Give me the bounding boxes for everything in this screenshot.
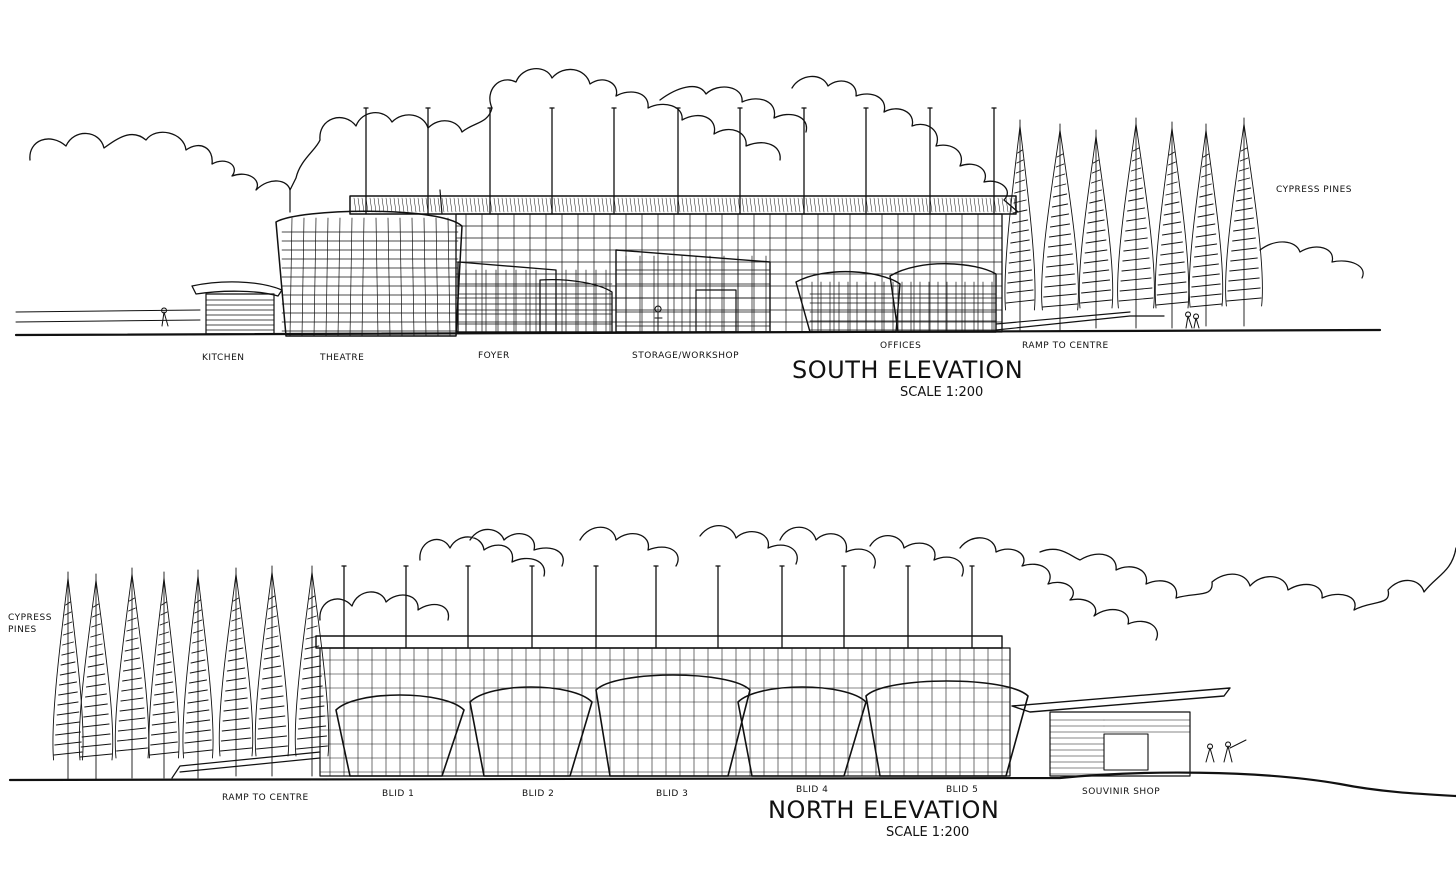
label-offices: OFFICES bbox=[880, 341, 921, 351]
south-ground-line-2 bbox=[15, 309, 201, 323]
south-main-hall bbox=[349, 195, 1017, 333]
south-offices-block bbox=[795, 263, 997, 333]
north-ground-line bbox=[8, 771, 1456, 798]
south-cypress-pines bbox=[1004, 117, 1263, 331]
label-storage-workshop: STORAGE/WORKSHOP bbox=[632, 351, 739, 361]
label-bld-3: BLID 3 bbox=[656, 789, 688, 799]
south-elevation-scale: SCALE 1:200 bbox=[900, 385, 983, 400]
south-storage-block bbox=[615, 249, 771, 333]
label-ramp-to-centre: RAMP TO CENTRE bbox=[1022, 341, 1109, 351]
north-souvenir-shop bbox=[1011, 687, 1231, 777]
south-ramp bbox=[995, 311, 1165, 331]
label-bld-1: BLID 1 bbox=[382, 789, 414, 799]
label-bld-4: BLID 4 bbox=[796, 785, 828, 795]
north-pods bbox=[335, 674, 1029, 777]
north-cypress-pines bbox=[52, 565, 330, 781]
human-figure bbox=[654, 305, 663, 331]
south-left-figure bbox=[161, 307, 169, 327]
south-foyer-block bbox=[457, 261, 613, 333]
south-masts bbox=[363, 107, 997, 215]
north-elevation-scale: SCALE 1:200 bbox=[886, 825, 969, 840]
label-bld-5: BLID 5 bbox=[946, 785, 978, 795]
label-kitchen: KITCHEN bbox=[202, 353, 245, 363]
north-people bbox=[1205, 739, 1247, 763]
south-elevation-title: SOUTH ELEVATION bbox=[792, 356, 1023, 384]
label-foyer: FOYER bbox=[478, 351, 510, 361]
label-pines: PINES bbox=[8, 625, 37, 635]
label-north-ramp: RAMP TO CENTRE bbox=[222, 793, 309, 803]
north-elevation-title: NORTH ELEVATION bbox=[768, 796, 999, 824]
south-cloud-tail bbox=[1259, 241, 1364, 279]
label-cypress: CYPRESS bbox=[8, 613, 52, 623]
north-ramp bbox=[171, 751, 321, 779]
south-people bbox=[1185, 311, 1200, 329]
north-roof-band bbox=[315, 635, 1011, 777]
label-cypress-pines: CYPRESS PINES bbox=[1276, 185, 1352, 195]
label-souvenir-shop: SOUVINIR SHOP bbox=[1082, 787, 1160, 797]
south-theatre-drum bbox=[275, 189, 463, 337]
north-cloud-outline bbox=[319, 525, 1456, 641]
north-masts bbox=[341, 565, 975, 649]
label-bld-2: BLID 2 bbox=[522, 789, 554, 799]
south-cloud-outline bbox=[29, 68, 1019, 213]
label-theatre: THEATRE bbox=[319, 353, 364, 363]
north-elevation: CYPRESS PINES RAMP TO CENTRE BLID 1 BLID… bbox=[8, 525, 1456, 840]
south-elevation: KITCHEN THEATRE FOYER STORAGE/WORKSHOP O… bbox=[14, 68, 1382, 400]
south-kitchen-block bbox=[191, 281, 283, 335]
